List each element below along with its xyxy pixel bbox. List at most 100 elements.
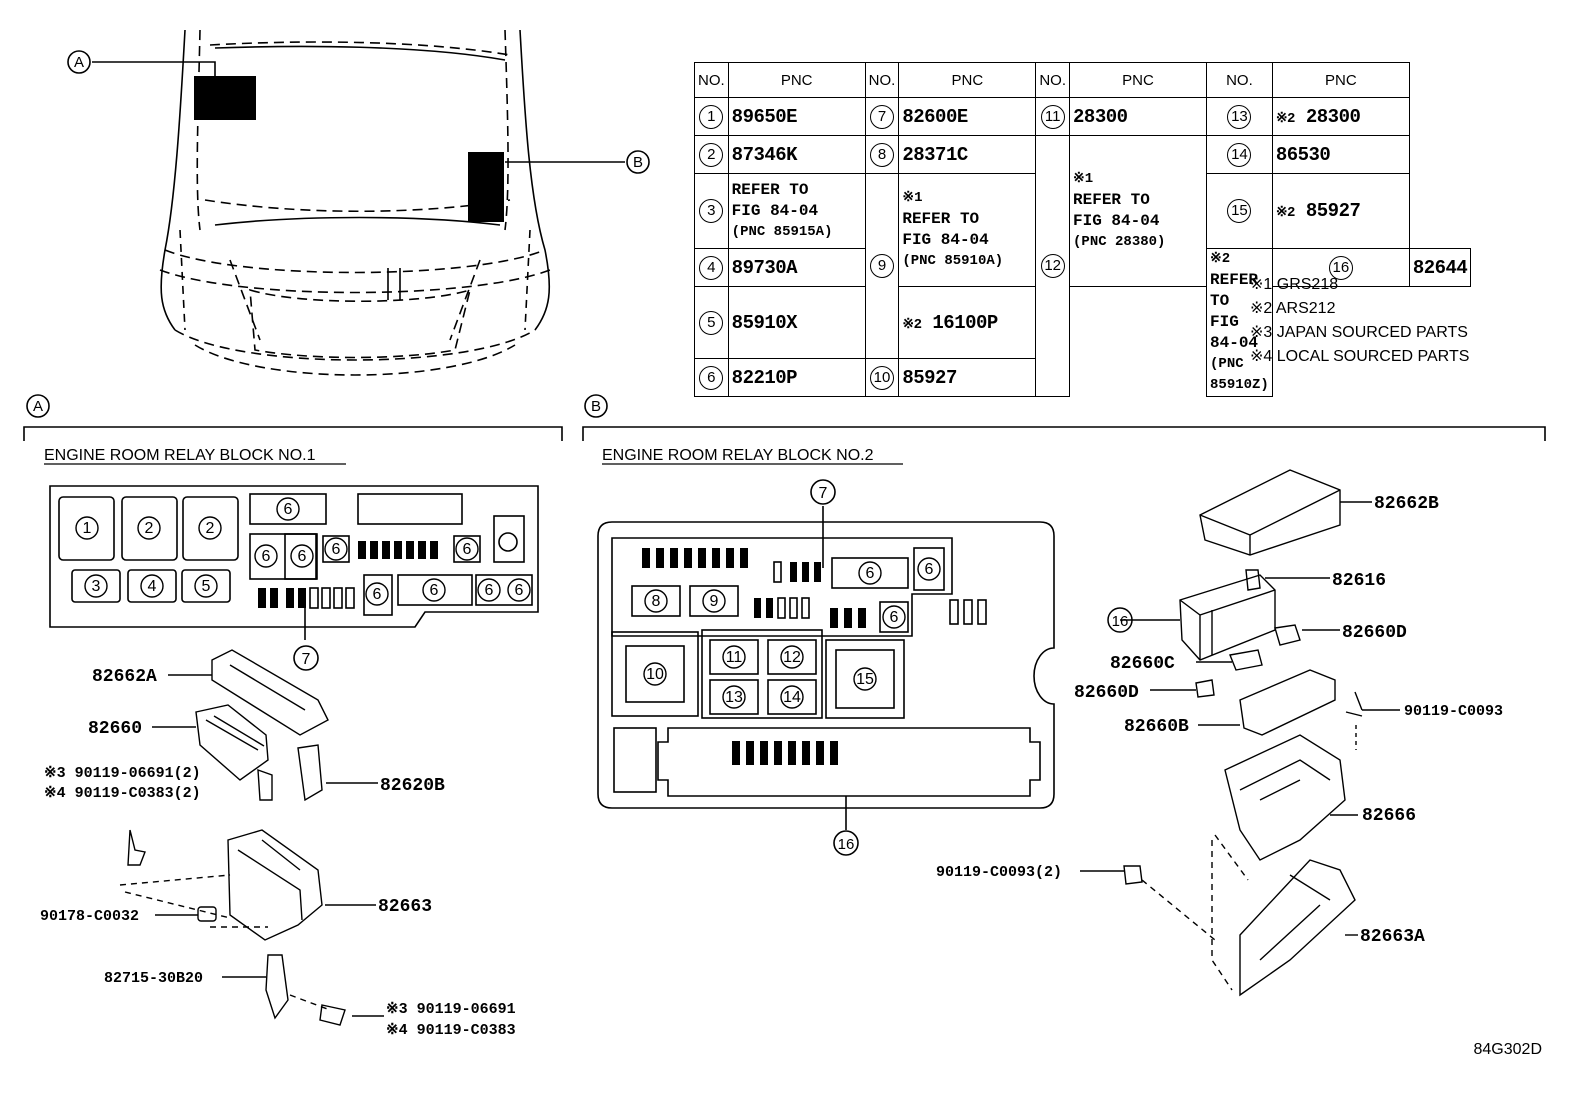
block-2-slot: 6 <box>890 609 899 626</box>
block-1-slot-icon <box>254 544 278 568</box>
no-badge: 5 <box>699 310 724 335</box>
block-1-slot: 4 <box>148 578 157 595</box>
block-1-slot: 2 <box>206 520 215 537</box>
pnc-line: REFER TO <box>902 210 980 228</box>
header-pnc: PNC <box>898 62 1037 98</box>
callout-16-icon <box>1107 607 1133 633</box>
block-1-slot-icon <box>290 544 314 568</box>
block-2-slot-icon <box>780 685 804 709</box>
pnc-cell: 86530 <box>1271 135 1410 174</box>
bolt2-japan-label: ※3 90119-06691 <box>386 1001 516 1018</box>
bolt2-local-label: ※4 90119-C0383 <box>386 1022 516 1039</box>
block-2-slot: 12 <box>783 649 801 666</box>
block-1-slot: 6 <box>284 501 293 518</box>
marker-b: B <box>633 154 643 171</box>
relay-block-b-location <box>468 152 504 222</box>
note-3: ※3 JAPAN SOURCED PARTS <box>1250 324 1468 341</box>
block-2-slot: 14 <box>783 689 801 706</box>
pnc-line: (PNC 85910Z) <box>1210 356 1269 393</box>
block-1-slot: 6 <box>430 582 439 599</box>
marker-a: A <box>74 54 84 71</box>
pnc-cell: ※2 REFER TO FIG 84-04 (PNC 85910Z) <box>1206 248 1273 397</box>
block-1-slot-icon <box>455 537 479 561</box>
note-mark: ※2 <box>1210 251 1231 267</box>
part-82660B: 82660B <box>1124 717 1189 737</box>
part-90178-C0032: 90178-C0032 <box>40 908 139 925</box>
block-1-slot-icon <box>276 497 300 521</box>
block-1-slot-icon <box>365 582 389 606</box>
section-b-marker-icon <box>584 394 608 418</box>
no-badge: 8 <box>870 142 894 167</box>
block-1-slot: 6 <box>332 541 341 558</box>
bolt-japan-label: ※3 90119-06691(2) <box>44 765 201 782</box>
pnc-value: 85927 <box>1305 200 1361 222</box>
pnc-cell: 85910X <box>727 286 866 359</box>
footnotes: ※1 GRS218 ※2 ARS212 ※3 JAPAN SOURCED PAR… <box>1250 273 1469 369</box>
pnc-cell: ※1 REFER TO FIG 84-04 (PNC 85910A) <box>898 173 1037 287</box>
part-82660D-right: 82660D <box>1342 623 1407 643</box>
pnc-cell: ※2 16100P <box>898 286 1037 359</box>
block-1-callout: 7 <box>302 651 311 668</box>
no-badge: 1 <box>699 104 724 129</box>
no-badge: 11 <box>1040 104 1065 129</box>
bolt-90119-C0093: 90119-C0093 <box>1404 703 1503 720</box>
section-b-marker: B <box>591 398 601 415</box>
pnc-cell: 28300 <box>1069 97 1208 136</box>
section-a-marker: A <box>33 398 43 415</box>
block-2-title: ENGINE ROOM RELAY BLOCK NO.2 <box>602 447 874 464</box>
pnc-cell: 28371C <box>898 135 1037 174</box>
header-no: NO. <box>1206 62 1273 98</box>
block-1-slot: 6 <box>373 586 382 603</box>
pnc-line: REFER TO <box>1073 191 1150 209</box>
pnc-line: (PNC 28380) <box>1073 234 1166 250</box>
pnc-cell: 85927 <box>898 358 1037 397</box>
block-1-title: ENGINE ROOM RELAY BLOCK NO.1 <box>44 447 316 464</box>
block-2-slot: 15 <box>856 671 874 688</box>
no-badge: 10 <box>870 365 894 390</box>
pnc-line: REFER TO <box>1210 271 1259 310</box>
block-2-slot: 13 <box>725 689 743 706</box>
marker-a-icon <box>67 50 91 74</box>
block-2-slot-icon <box>780 645 804 669</box>
note-mark: ※2 <box>1275 205 1296 221</box>
block-1-slot: 6 <box>298 548 307 565</box>
block-2-slot-icon <box>853 667 877 691</box>
block-2-slot: 9 <box>710 593 719 610</box>
relay-block-2 <box>597 479 1055 856</box>
no-badge: 6 <box>699 365 724 390</box>
part-82662A: 82662A <box>92 667 157 687</box>
block-2-slot-icon <box>882 605 906 629</box>
pnc-cell: 82210P <box>727 358 866 397</box>
pnc-cell: ※2 28300 <box>1271 97 1410 136</box>
bolt-local-label: ※4 90119-C0383(2) <box>44 785 201 802</box>
no-badge: 16 <box>1328 255 1353 280</box>
block-2-callout-7: 7 <box>819 485 828 502</box>
parts-b-drawing <box>1080 469 1400 997</box>
pnc-cell: 89730A <box>727 248 866 287</box>
part-82660C: 82660C <box>1110 654 1175 674</box>
parts-a-drawing <box>119 649 384 1026</box>
block-2-slot-icon <box>722 685 746 709</box>
note-mark: ※2 <box>1275 110 1296 127</box>
block-1-slot: 6 <box>515 582 524 599</box>
note-mark: ※2 <box>902 316 922 333</box>
part-82663A: 82663A <box>1360 927 1425 947</box>
pnc-cell: 89650E <box>727 97 866 136</box>
pnc-cell: 82600E <box>898 97 1037 136</box>
block-1-slot-icon <box>137 516 161 540</box>
part-82715-30B20: 82715-30B20 <box>104 970 203 987</box>
block-1-slot-icon <box>198 516 222 540</box>
block-2-slot: 6 <box>866 565 875 582</box>
no-badge: 9 <box>870 254 894 278</box>
block-1-slot-icon <box>140 574 164 598</box>
pnc-cell: ※1 REFER TO FIG 84-04 (PNC 28380) <box>1069 135 1208 287</box>
note-1: ※1 GRS218 <box>1250 276 1339 293</box>
no-badge: 7 <box>870 104 894 129</box>
block-1-slot-icon <box>422 578 446 602</box>
block-2-callout-16: 16 <box>838 836 855 853</box>
block-2-slot-icon <box>722 645 746 669</box>
pnc-cell: 82644 <box>1408 248 1472 287</box>
relay-block-1 <box>49 485 539 671</box>
